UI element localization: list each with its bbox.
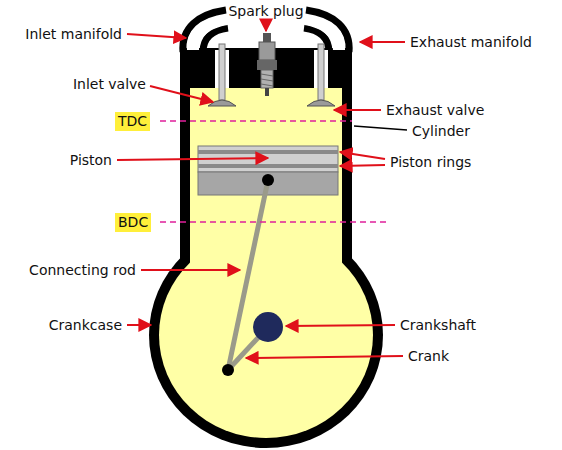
part-label: Cylinder bbox=[412, 123, 470, 140]
part-label: Crankshaft bbox=[400, 317, 476, 334]
tdc-line bbox=[160, 120, 352, 122]
part-label: Connecting rod bbox=[29, 262, 136, 279]
crank-pin bbox=[222, 364, 234, 376]
part-label: Inlet manifold bbox=[25, 26, 122, 43]
position-marker: BDC bbox=[115, 213, 151, 232]
part-label: Piston rings bbox=[390, 154, 471, 171]
position-marker: TDC bbox=[115, 112, 150, 131]
part-label: Spark plug bbox=[228, 3, 303, 20]
part-label: Crank bbox=[408, 348, 449, 365]
piston-pin bbox=[262, 174, 274, 186]
part-label: Exhaust manifold bbox=[410, 34, 532, 51]
marker-text: BDC bbox=[118, 214, 148, 231]
part-label: Inlet valve bbox=[73, 76, 146, 93]
marker-text: TDC bbox=[118, 113, 147, 130]
connecting-rod bbox=[228, 180, 268, 370]
bdc-line bbox=[160, 221, 386, 223]
part-label: Crankcase bbox=[49, 317, 122, 334]
leader-arrows bbox=[117, 21, 405, 358]
crankshaft bbox=[253, 312, 283, 342]
spark-plug bbox=[257, 33, 277, 96]
part-label: Exhaust valve bbox=[386, 102, 484, 119]
cylinder-leader bbox=[354, 126, 407, 130]
engine-body bbox=[149, 48, 383, 448]
part-label: Piston bbox=[70, 152, 112, 169]
